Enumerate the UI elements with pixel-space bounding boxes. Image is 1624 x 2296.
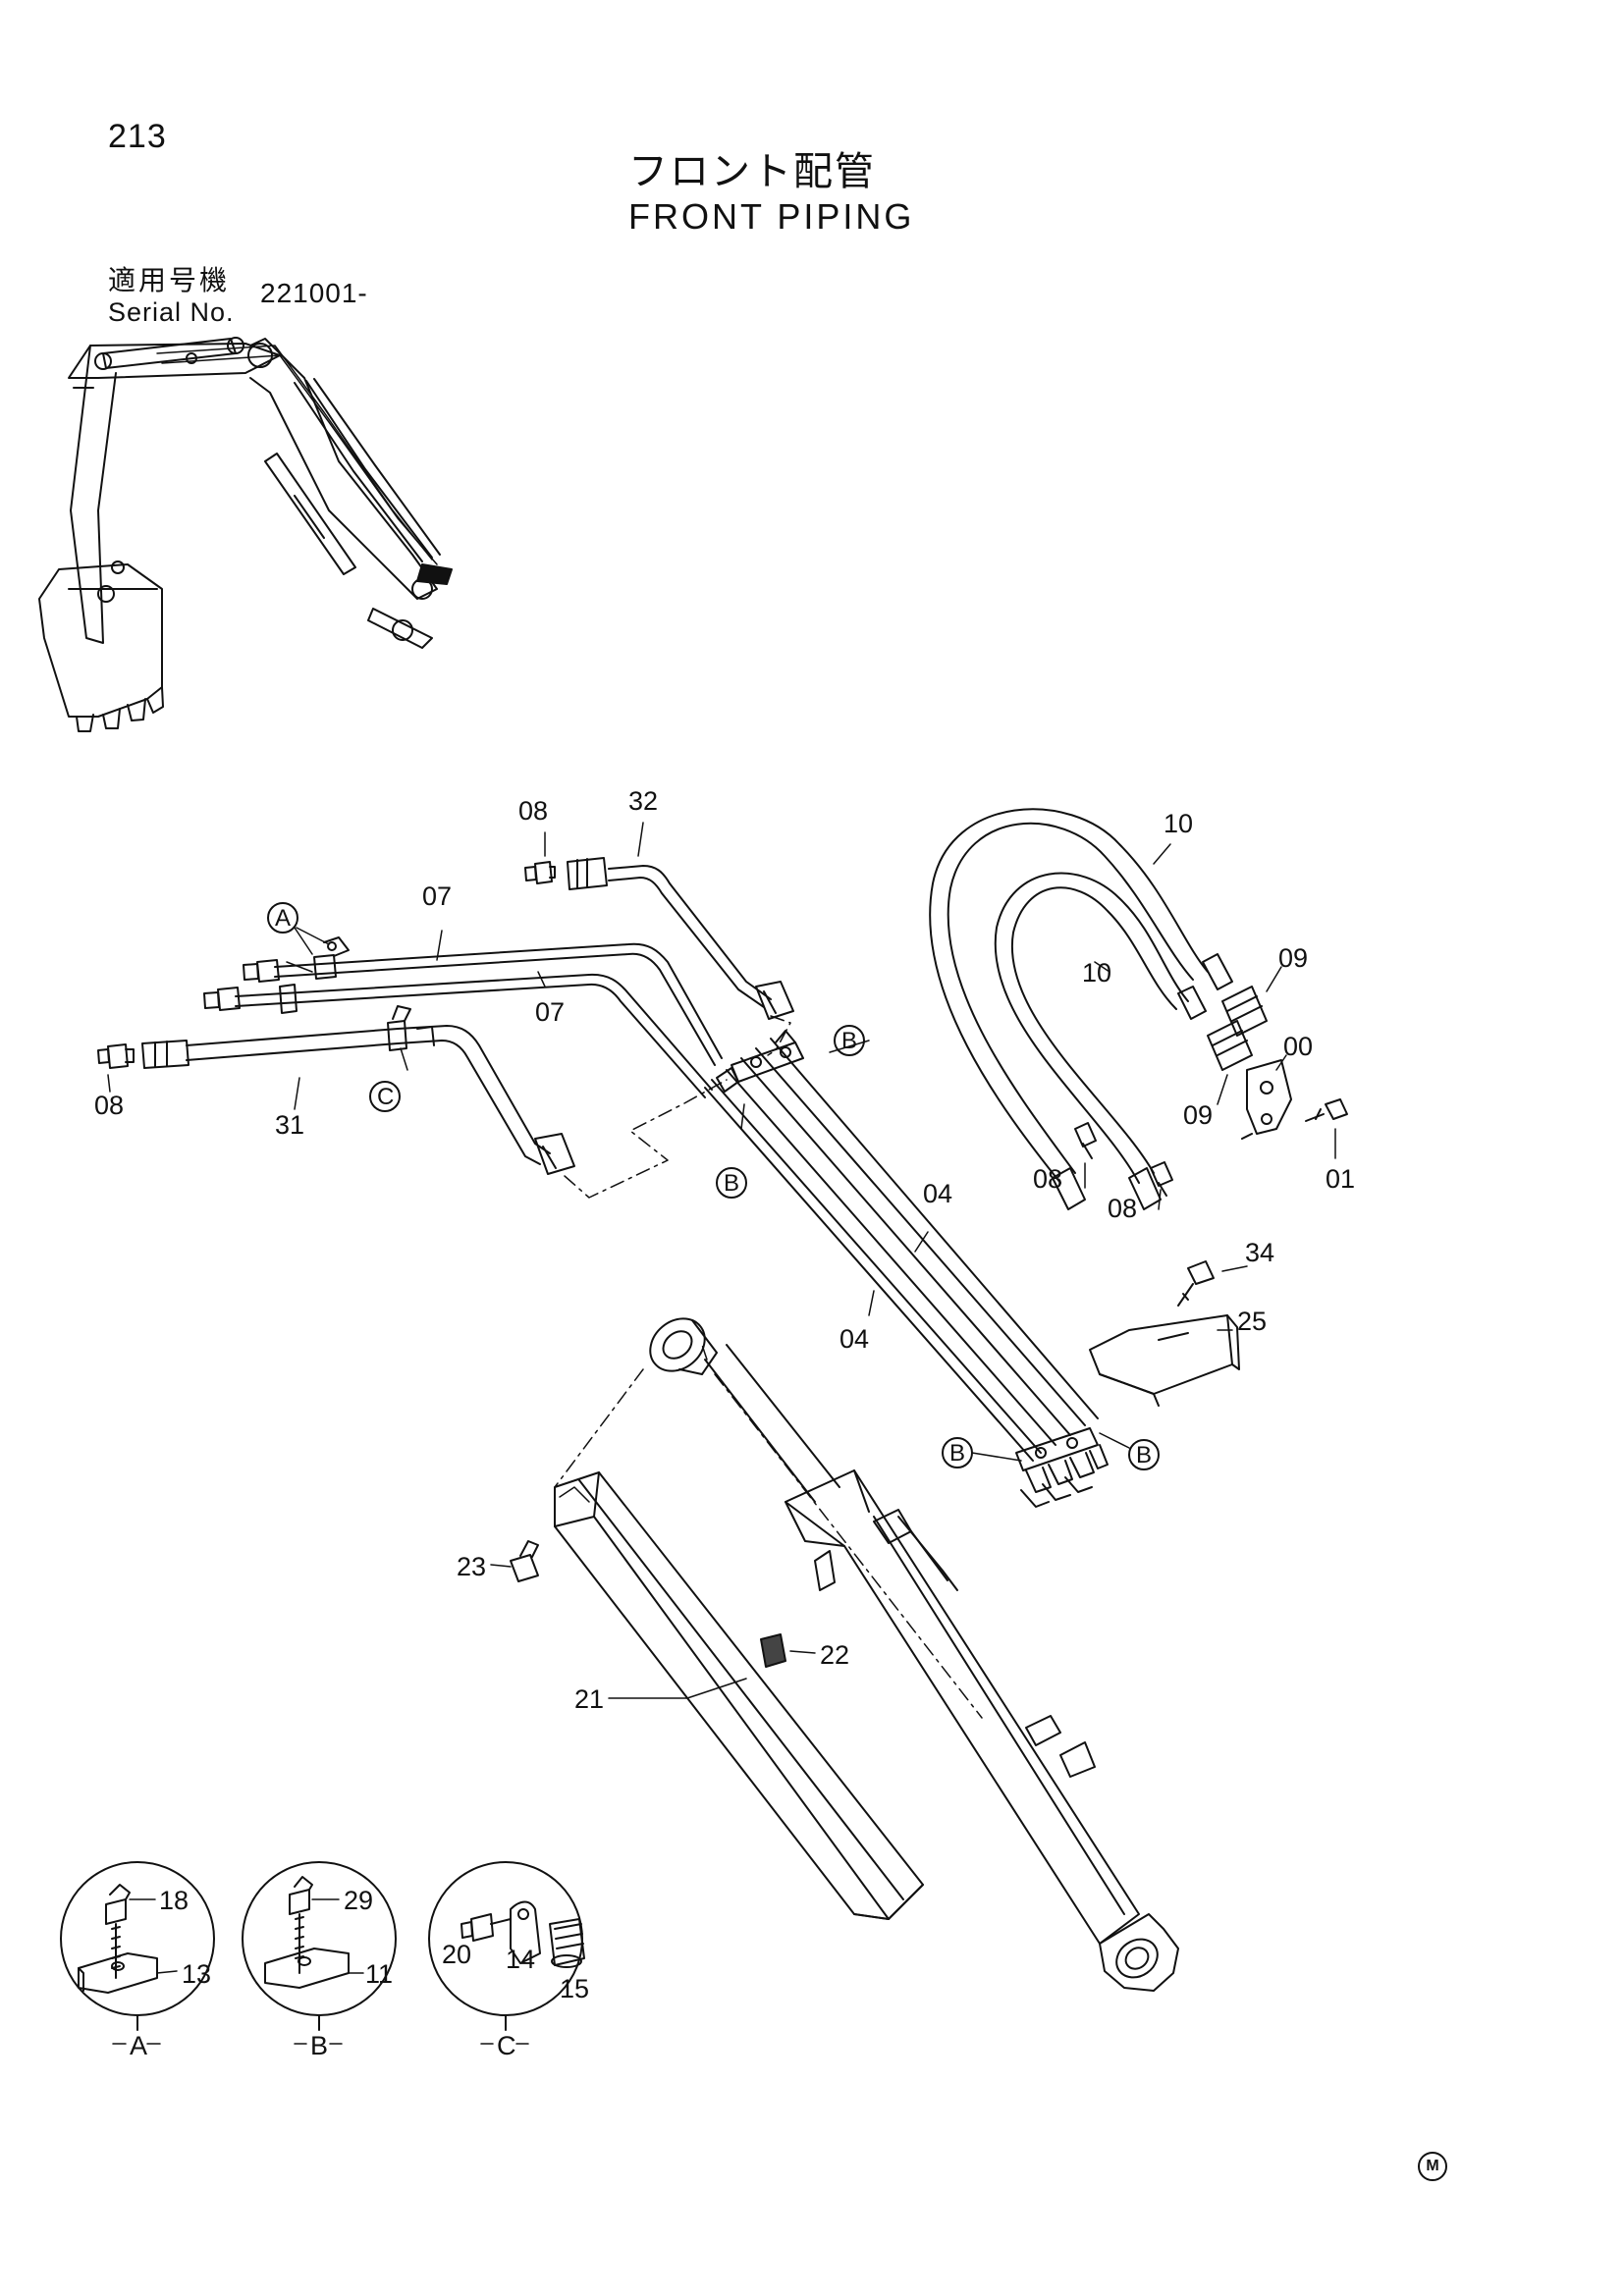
part-label-29: 29 bbox=[344, 1886, 373, 1915]
detail-view-B bbox=[242, 1861, 397, 2031]
part-label-10: 10 bbox=[1164, 809, 1193, 838]
serial-label-english: Serial No. bbox=[108, 297, 235, 327]
part-label-13: 13 bbox=[182, 1959, 211, 1989]
callout-label-b: B bbox=[949, 1440, 965, 1467]
pipe-31 bbox=[141, 1005, 575, 1175]
detail-label-b: B bbox=[310, 2031, 328, 2060]
callout-label-b: B bbox=[841, 1028, 857, 1054]
fitting-08-right-a bbox=[1074, 1122, 1097, 1159]
callout-markers: A B B C B B bbox=[267, 902, 1160, 1470]
part-label-23: 23 bbox=[457, 1552, 486, 1581]
part-label-22: 22 bbox=[820, 1640, 849, 1670]
callout-circle-b bbox=[834, 1025, 865, 1056]
bolt-34 bbox=[1177, 1260, 1215, 1307]
part-label-20: 20 bbox=[442, 1940, 471, 1969]
part-label-07: 07 bbox=[422, 881, 452, 911]
fitting-08-upper bbox=[524, 861, 556, 884]
excavator-front-overview bbox=[38, 337, 453, 732]
part-label-11: 11 bbox=[365, 1959, 393, 1989]
pipe-04-bundle bbox=[704, 1030, 1109, 1508]
fitting-08-right-b bbox=[1150, 1161, 1173, 1197]
part-label-00: 00 bbox=[1283, 1032, 1313, 1061]
leader-lines bbox=[107, 822, 1336, 1699]
fitting-09-pair bbox=[1207, 986, 1268, 1071]
part-label-34: 34 bbox=[1245, 1238, 1274, 1267]
fitting-08-left bbox=[97, 1043, 135, 1069]
detail-view-A bbox=[60, 1861, 215, 2031]
part-label-08: 08 bbox=[1108, 1194, 1137, 1223]
callout-label-b: B bbox=[724, 1170, 739, 1197]
part-label-18: 18 bbox=[159, 1886, 189, 1915]
pipe-07-pair bbox=[203, 936, 723, 1098]
serial-label-japanese: 適用号機 bbox=[108, 265, 231, 295]
part-label-09: 09 bbox=[1278, 943, 1308, 973]
part-label-25: 25 bbox=[1237, 1307, 1267, 1336]
boom-cylinder bbox=[649, 1317, 1179, 1992]
part-label-31: 31 bbox=[275, 1110, 304, 1140]
part-label-21: 21 bbox=[574, 1684, 604, 1714]
callout-circle-a bbox=[267, 902, 298, 934]
cover-25 bbox=[1089, 1314, 1240, 1407]
pad-22 bbox=[760, 1633, 786, 1668]
detail-label-c: C bbox=[497, 2031, 516, 2060]
callout-label-c: C bbox=[377, 1084, 394, 1110]
serial-number-value: 221001- bbox=[260, 278, 368, 308]
part-label-01: 01 bbox=[1326, 1164, 1355, 1194]
part-label-15: 15 bbox=[560, 1974, 589, 2003]
part-label-32: 32 bbox=[628, 786, 658, 816]
part-label-09: 09 bbox=[1183, 1100, 1213, 1130]
page-title-japanese: フロント配管 bbox=[628, 150, 876, 193]
part-numbers: 08 32 07 07 08 31 10 10 09 09 00 01 08 0… bbox=[94, 786, 1355, 2003]
detail-view-C bbox=[428, 1861, 585, 2031]
part-label-08: 08 bbox=[518, 796, 548, 826]
callout-label-a: A bbox=[275, 905, 291, 932]
callout-circle-b bbox=[1128, 1439, 1160, 1470]
bolt-01 bbox=[1305, 1098, 1348, 1122]
part-label-08: 08 bbox=[1033, 1164, 1062, 1194]
callout-circle-b bbox=[716, 1167, 747, 1199]
part-label-14: 14 bbox=[506, 1945, 535, 1974]
callout-circle-c bbox=[369, 1081, 401, 1112]
footer-m-mark: M bbox=[1418, 2152, 1447, 2181]
bracket-00 bbox=[1241, 1059, 1292, 1140]
page-title-english: FRONT PIPING bbox=[628, 196, 915, 237]
part-label-07: 07 bbox=[535, 997, 565, 1027]
callout-label-b: B bbox=[1136, 1442, 1152, 1468]
dash-leaders bbox=[554, 1015, 983, 1719]
pipe-32 bbox=[567, 857, 794, 1020]
callout-circle-b bbox=[942, 1437, 973, 1468]
part-label-08: 08 bbox=[94, 1091, 124, 1120]
part-label-04: 04 bbox=[923, 1179, 952, 1208]
detail-letters: A B C bbox=[130, 2031, 516, 2060]
part-label-10: 10 bbox=[1082, 958, 1111, 988]
fitting-23 bbox=[510, 1540, 539, 1582]
hose-10-pair bbox=[929, 808, 1233, 1210]
cover-21 bbox=[554, 1471, 924, 1920]
part-label-04: 04 bbox=[839, 1324, 869, 1354]
detail-label-a: A bbox=[130, 2031, 147, 2060]
page-number: 213 bbox=[108, 118, 167, 155]
